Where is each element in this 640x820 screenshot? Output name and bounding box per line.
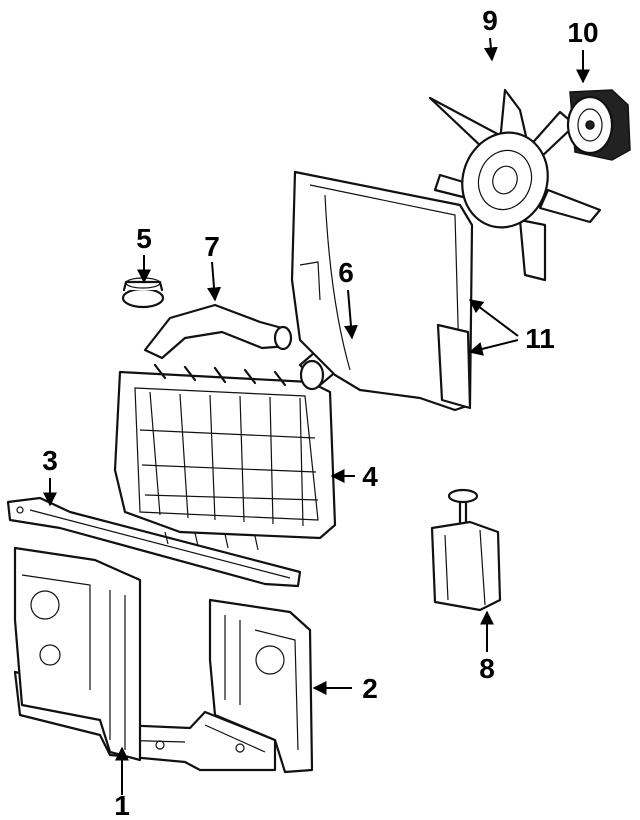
callout-11: 11: [525, 323, 555, 354]
part-2-side-support-panels: [13, 546, 314, 774]
callout-4: 4: [362, 461, 378, 492]
callout-8: 8: [479, 653, 495, 684]
callout-9: 9: [482, 5, 498, 36]
part-5-radiator-cap: [121, 277, 165, 309]
callout-7: 7: [204, 231, 220, 262]
callout-10: 10: [567, 17, 598, 48]
callout-3: 3: [42, 445, 58, 476]
part-8-coolant-reservoir: [430, 488, 502, 612]
part-9-cooling-fan: [428, 88, 602, 282]
callout-5: 5: [136, 223, 152, 254]
callout-2: 2: [362, 673, 378, 704]
leader-lines: [43, 37, 590, 795]
part-10-fan-clutch: [566, 89, 631, 161]
callout-labels: 1 2 3 4 5 6 7 8 9 10 11: [42, 5, 598, 820]
part-11-fan-shroud: [290, 170, 474, 412]
part-7-upper-hose: [143, 303, 293, 360]
part-4-radiator: [113, 363, 337, 551]
callout-1: 1: [114, 790, 130, 820]
callout-6: 6: [338, 257, 354, 288]
